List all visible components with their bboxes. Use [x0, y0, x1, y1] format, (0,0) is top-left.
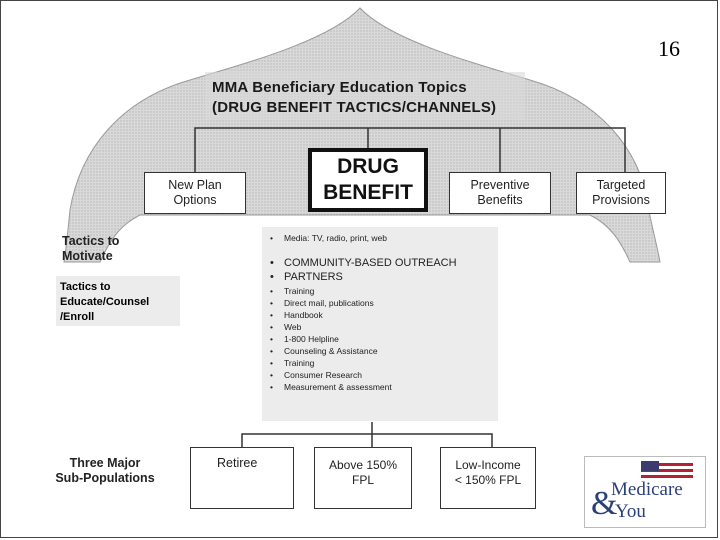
- preventive-benefits-box: Preventive Benefits: [449, 172, 551, 214]
- retiree-box: Retiree: [190, 447, 294, 509]
- tactics-educate-label: Tactics to Educate/Counsel /Enroll: [56, 276, 180, 326]
- educate-item: Direct mail, publications: [270, 298, 374, 308]
- educate-item: Counseling & Assistance: [270, 346, 378, 356]
- educate-item: Training: [270, 358, 314, 368]
- motivate-line-1: Tactics to: [62, 234, 120, 248]
- title-line-2: (DRUG BENEFIT TACTICS/CHANNELS): [212, 99, 497, 116]
- educate-item: Web: [270, 322, 301, 332]
- motivate-item: Media: TV, radio, print, web: [270, 233, 387, 243]
- outreach-item-2: PARTNERS: [270, 271, 343, 283]
- drug-benefit-line-2: BENEFIT: [323, 181, 413, 204]
- educate-item: 1-800 Helpline: [270, 334, 339, 344]
- educate-line-3: /Enroll: [60, 311, 95, 323]
- educate-item-text: Consumer Research: [284, 370, 362, 380]
- above-line-1: Above 150%: [328, 458, 398, 472]
- educate-item-text: 1-800 Helpline: [284, 334, 339, 344]
- new-plan-line-1: New Plan: [168, 178, 222, 192]
- tactics-panel: Media: TV, radio, print, web COMMUNITY-B…: [262, 227, 498, 421]
- educate-line-2: Educate/Counsel: [60, 296, 150, 308]
- educate-item-text: Training: [284, 286, 315, 296]
- new-plan-line-2: Options: [173, 193, 217, 207]
- sub-populations-label: Three Major Sub-Populations: [50, 456, 160, 486]
- outreach-item-1: COMMUNITY-BASED OUTREACH: [270, 257, 457, 269]
- educate-item-text: Measurement & assessment: [284, 382, 392, 392]
- outreach-item-2-text: PARTNERS: [284, 271, 343, 283]
- medicare-you-logo: Medicare & You: [584, 456, 706, 528]
- targeted-line-1: Targeted: [596, 178, 646, 192]
- title-line-1: MMA Beneficiary Education Topics: [212, 79, 467, 96]
- educate-item-text: Web: [284, 322, 302, 332]
- educate-item-text: Handbook: [284, 310, 323, 320]
- flag-icon: [641, 461, 693, 478]
- new-plan-options-box: New Plan Options: [144, 172, 246, 214]
- educate-item-text: Counseling & Assistance: [284, 346, 378, 356]
- motivate-line-2: Motivate: [62, 249, 113, 263]
- subpop-line-1: Three Major: [69, 456, 141, 470]
- above-line-2: FPL: [351, 473, 374, 487]
- educate-item-text: Direct mail, publications: [284, 298, 374, 308]
- targeted-provisions-box: Targeted Provisions: [576, 172, 666, 214]
- above-150-box: Above 150% FPL: [314, 447, 412, 509]
- logo-medicare: Medicare: [611, 479, 683, 500]
- educate-item: Measurement & assessment: [270, 382, 392, 392]
- logo-amp: &: [591, 485, 618, 522]
- low-income-line-1: Low-Income: [455, 458, 521, 472]
- tactics-motivate-label: Tactics to Motivate: [62, 234, 119, 264]
- subpop-line-2: Sub-Populations: [55, 471, 155, 485]
- drug-benefit-line-1: DRUG: [337, 155, 399, 178]
- logo-you: You: [615, 501, 646, 522]
- educate-item: Training: [270, 286, 314, 296]
- retiree-text: Retiree: [217, 456, 258, 470]
- motivate-item-text: Media: TV, radio, print, web: [284, 233, 388, 243]
- diagram-title: MMA Beneficiary Education Topics (DRUG B…: [212, 78, 532, 118]
- educate-item-text: Training: [284, 358, 315, 368]
- educate-item: Consumer Research: [270, 370, 362, 380]
- low-income-box: Low-Income < 150% FPL: [440, 447, 536, 509]
- outreach-item-1-text: COMMUNITY-BASED OUTREACH: [284, 257, 457, 269]
- educate-line-1: Tactics to: [60, 281, 111, 293]
- page-number: 16: [658, 36, 680, 61]
- preventive-line-1: Preventive: [470, 178, 530, 192]
- targeted-line-2: Provisions: [592, 193, 650, 207]
- educate-item: Handbook: [270, 310, 323, 320]
- preventive-line-2: Benefits: [477, 193, 523, 207]
- drug-benefit-box: DRUG BENEFIT: [308, 148, 428, 212]
- low-income-line-2: < 150% FPL: [454, 473, 522, 487]
